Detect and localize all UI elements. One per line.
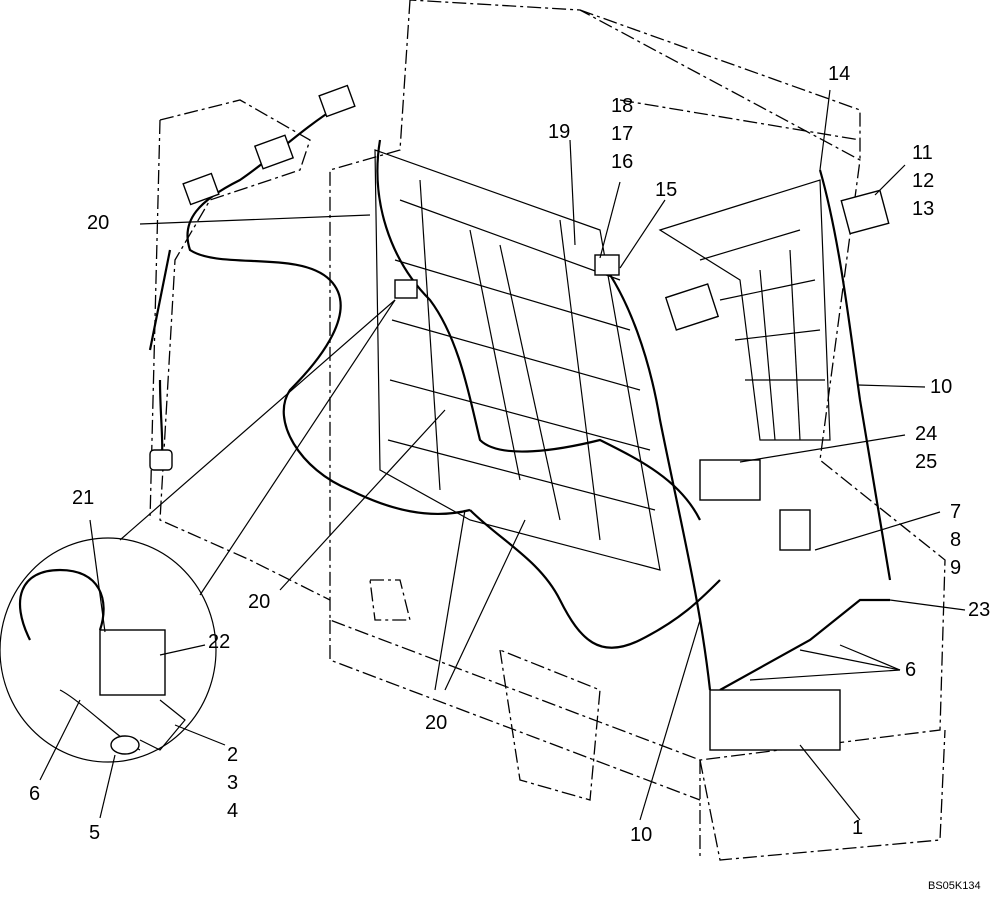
battery <box>709 689 841 751</box>
relay-bracket <box>779 509 811 551</box>
callout-20-top: 20 <box>87 212 110 234</box>
callout-18: 18 <box>611 95 634 117</box>
work-light-side <box>664 283 720 331</box>
callout-3: 3 <box>227 772 239 794</box>
callout-9: 9 <box>950 557 962 579</box>
callout-4: 4 <box>227 800 239 822</box>
callout-2: 2 <box>227 744 239 766</box>
callout-23: 23 <box>968 599 991 621</box>
callout-20-bottom: 20 <box>425 712 448 734</box>
fuse-relay-panel <box>699 459 761 501</box>
work-light-right <box>840 189 890 235</box>
detail-view <box>0 299 396 763</box>
callout-17: 17 <box>611 123 634 145</box>
rear-grille <box>374 149 661 571</box>
callout-19: 19 <box>548 121 571 143</box>
callout-22: 22 <box>208 631 231 653</box>
callout-20-mid: 20 <box>248 591 271 613</box>
callout-15: 15 <box>655 179 678 201</box>
callout-5: 5 <box>89 822 101 844</box>
beacon-plug <box>149 449 173 471</box>
connector-block <box>394 279 418 299</box>
switch-assembly <box>594 254 620 276</box>
callout-13: 13 <box>912 198 935 220</box>
side-grille <box>658 179 831 441</box>
callout-16: 16 <box>611 151 634 173</box>
wiring-harness <box>148 104 892 691</box>
detail-switch-block <box>99 629 166 696</box>
callout-8: 8 <box>950 529 962 551</box>
callout-12: 12 <box>912 170 935 192</box>
callout-11: 11 <box>912 142 933 164</box>
callout-6-detail: 6 <box>29 783 41 805</box>
callout-10-right: 10 <box>930 376 953 398</box>
callout-24: 24 <box>915 423 938 445</box>
callout-14: 14 <box>828 63 851 85</box>
work-light-rear-top <box>318 84 356 118</box>
callout-21: 21 <box>72 487 95 509</box>
work-light-rear-left <box>182 172 220 206</box>
callout-25: 25 <box>915 451 938 473</box>
callout-7: 7 <box>950 501 962 523</box>
callout-10-bottom: 10 <box>630 824 653 846</box>
drawing-code: BS05K134 <box>928 880 981 892</box>
callout-6-main: 6 <box>905 659 917 681</box>
callout-1: 1 <box>852 817 864 839</box>
work-light-rear-mid <box>253 134 295 170</box>
components <box>149 84 890 751</box>
detail-grommet <box>110 735 140 755</box>
leader-lines <box>39 89 966 821</box>
